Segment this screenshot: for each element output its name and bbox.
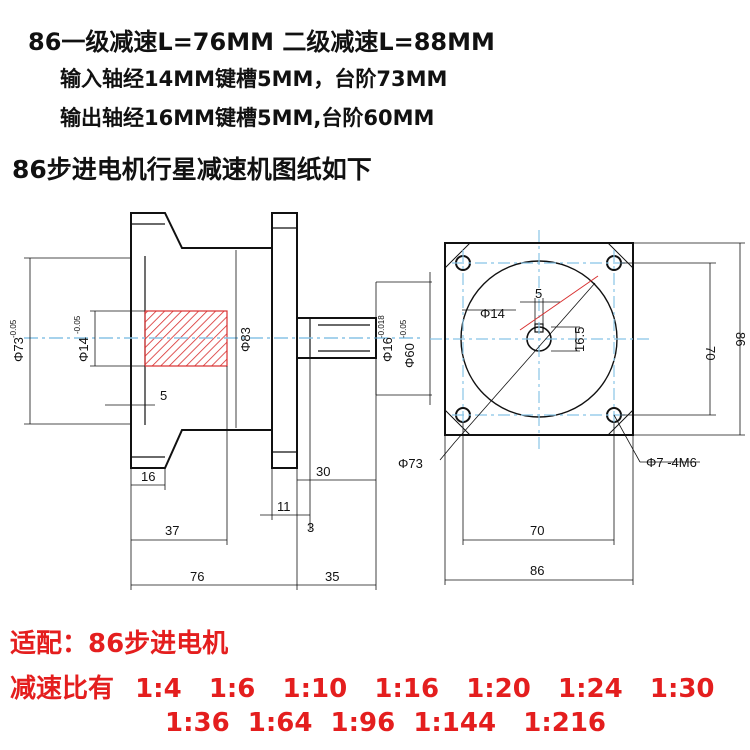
dim-front-key5: 5 bbox=[535, 286, 542, 301]
dim-dia60: Φ60 bbox=[402, 343, 417, 368]
dim-w70: 70 bbox=[530, 523, 544, 538]
dim-len76: 76 bbox=[190, 569, 204, 584]
front-labels: Φ14 5 16.5 Φ73 Φ7 -4M6 70 86 70 86 bbox=[398, 286, 748, 578]
drawing-heading: 86步进电机行星减速机图纸如下 bbox=[12, 155, 372, 184]
front-centerlines bbox=[430, 230, 650, 450]
dim-depth16-5: 16.5 bbox=[572, 327, 587, 352]
dim-len16: 16 bbox=[141, 469, 155, 484]
dim-len30: 30 bbox=[316, 464, 330, 479]
fit-info: 适配：86步进电机 bbox=[10, 629, 229, 659]
dim-holes: Φ7 -4M6 bbox=[646, 455, 697, 470]
front-flange-inner bbox=[444, 242, 634, 436]
side-view bbox=[130, 212, 377, 469]
front-leader-red bbox=[519, 275, 599, 331]
dim-len37: 37 bbox=[165, 523, 179, 538]
output-flange bbox=[271, 212, 298, 469]
title-line-1: 86一级减速L=76MM 二级减速L=88MM bbox=[28, 28, 495, 56]
dim-dia14: Φ14 bbox=[76, 337, 91, 362]
dim-w86: 86 bbox=[530, 563, 544, 578]
dim-h70: 70 bbox=[703, 346, 718, 360]
dim-len11: 11 bbox=[277, 499, 291, 514]
ratios-row-1: 减速比有 1:4 1:6 1:10 1:16 1:20 1:24 1:30 bbox=[10, 668, 715, 705]
ratios-label: 减速比有 bbox=[10, 674, 115, 704]
dim-dia83: Φ83 bbox=[238, 327, 253, 352]
side-labels: Φ73 -0.05 Φ14 -0.05 Φ83 Φ16 -0.018 Φ60 -… bbox=[9, 315, 417, 584]
dim-dia73: Φ73 bbox=[11, 337, 26, 362]
dim-len35: 35 bbox=[325, 569, 339, 584]
dim-dia16-tol: -0.018 bbox=[377, 315, 386, 338]
dim-h86: 86 bbox=[733, 332, 748, 346]
dim-pcd73: Φ73 bbox=[398, 456, 423, 471]
dim-dia60-tol: -0.05 bbox=[399, 319, 408, 338]
dim-dia16: Φ16 bbox=[380, 337, 395, 362]
dim-len3: 3 bbox=[307, 520, 314, 535]
title-line-3: 输出轴经16MM键槽5MM,台阶60MM bbox=[60, 106, 435, 130]
side-dimension-lines bbox=[24, 250, 432, 590]
ratios-row-2: 1:36 1:64 1:96 1:144 1:216 bbox=[165, 708, 606, 738]
front-dimension-lines bbox=[439, 242, 745, 585]
title-line-2: 输入轴经14MM键槽5MM，台阶73MM bbox=[60, 67, 448, 91]
dim-dia73-tol: -0.05 bbox=[9, 319, 18, 338]
dim-bore14: Φ14 bbox=[480, 306, 505, 321]
ratios-values-1: 1:4 1:6 1:10 1:16 1:20 1:24 1:30 bbox=[135, 674, 715, 704]
dim-dia14-tol: -0.05 bbox=[73, 315, 82, 334]
dim-key5: 5 bbox=[160, 388, 167, 403]
